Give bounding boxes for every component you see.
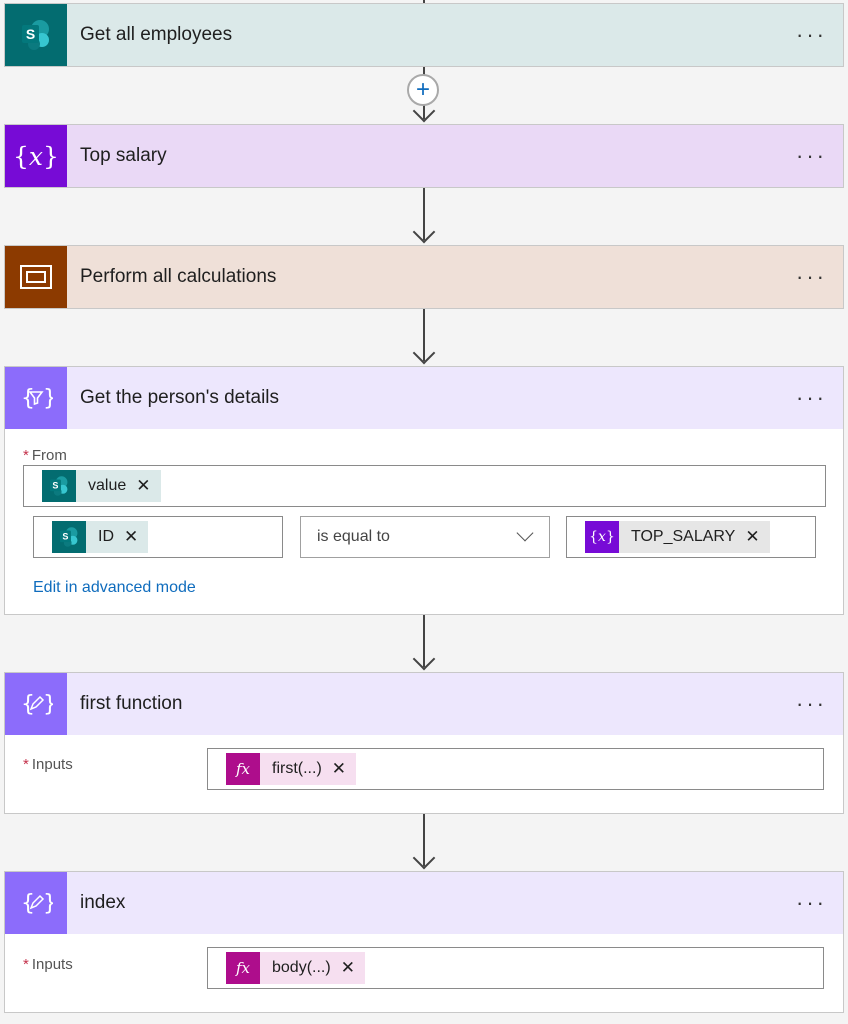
inputs-field[interactable]: 𝑓x first(...) ✕ (207, 748, 824, 790)
token-label: value (88, 477, 127, 494)
remove-token-icon[interactable]: ✕ (124, 527, 139, 546)
step-title: first function (80, 693, 183, 714)
connector-line (423, 814, 425, 866)
from-field[interactable]: S value ✕ (23, 465, 826, 507)
add-step-button[interactable]: + (407, 74, 439, 106)
filter-array-icon: { } (5, 367, 67, 429)
connector-line (423, 615, 425, 667)
svg-text:S: S (26, 26, 35, 42)
connector-line (423, 309, 425, 361)
step-get-all-employees[interactable]: S Get all employees ··· (4, 3, 844, 67)
connector-line (423, 188, 425, 240)
variable-icon: {𝑥} (5, 125, 67, 187)
scope-icon (5, 246, 67, 308)
arrow-down-icon (412, 647, 436, 671)
step-title: Get all employees (80, 24, 233, 45)
token-label: body(...) (272, 959, 331, 976)
variable-icon: {𝑥} (585, 521, 619, 553)
step-top-salary[interactable]: {𝑥} Top salary ··· (4, 124, 844, 188)
expression-icon: 𝑓x (226, 952, 260, 984)
arrow-down-icon (412, 341, 436, 365)
step-header[interactable]: { } index ··· (5, 872, 843, 934)
svg-text:{: { (21, 891, 35, 916)
step-header[interactable]: S Get all employees ··· (5, 4, 843, 66)
condition-left-field[interactable]: S ID ✕ (33, 516, 283, 558)
edit-advanced-mode-link[interactable]: Edit in advanced mode (33, 579, 196, 596)
sharepoint-icon: S (42, 470, 76, 502)
step-title: Perform all calculations (80, 266, 277, 287)
compose-icon: { } (5, 673, 67, 735)
svg-text:S: S (52, 481, 58, 491)
step-index[interactable]: { } index ··· *Inputs 𝑓x body(...) ✕ (4, 871, 844, 1013)
plus-icon: + (415, 76, 430, 103)
step-header[interactable]: Perform all calculations ··· (5, 246, 843, 308)
more-options-button[interactable]: ··· (796, 890, 827, 915)
remove-token-icon[interactable]: ✕ (340, 958, 355, 977)
step-title: Get the person's details (80, 387, 280, 408)
top-connector-line (423, 0, 425, 4)
step-get-persons-details[interactable]: { } Get the person's details ··· *From S… (4, 366, 844, 615)
dynamic-content-token[interactable]: {𝑥} TOP_SALARY ✕ (585, 521, 770, 553)
token-label: first(...) (272, 760, 322, 777)
more-options-button[interactable]: ··· (796, 22, 827, 47)
step-first-function[interactable]: { } first function ··· *Inputs 𝑓x first(… (4, 672, 844, 814)
more-options-button[interactable]: ··· (796, 264, 827, 289)
required-mark: * (23, 756, 29, 773)
svg-text:}: } (43, 692, 53, 717)
remove-token-icon[interactable]: ✕ (331, 759, 347, 778)
token-label: TOP_SALARY (631, 528, 736, 545)
svg-text:{: { (21, 692, 35, 717)
required-mark: * (23, 447, 29, 464)
more-options-button[interactable]: ··· (796, 143, 827, 168)
sharepoint-icon: S (52, 521, 86, 553)
dynamic-content-token[interactable]: S value ✕ (42, 470, 161, 502)
chevron-down-icon (516, 524, 534, 542)
step-header[interactable]: {𝑥} Top salary ··· (5, 125, 843, 187)
arrow-down-icon (412, 846, 436, 870)
condition-right-field[interactable]: {𝑥} TOP_SALARY ✕ (566, 516, 816, 558)
remove-token-icon[interactable]: ✕ (745, 527, 760, 546)
step-header[interactable]: { } Get the person's details ··· (5, 367, 843, 429)
condition-operator-dropdown[interactable]: is equal to (300, 516, 550, 558)
inputs-label: *Inputs (23, 756, 73, 773)
from-label: *From (23, 447, 67, 464)
step-perform-all-calculations[interactable]: Perform all calculations ··· (4, 245, 844, 309)
required-mark: * (23, 956, 29, 973)
step-header[interactable]: { } first function ··· (5, 673, 843, 735)
expression-token[interactable]: 𝑓x first(...) ✕ (226, 753, 357, 785)
inputs-label: *Inputs (23, 956, 73, 973)
arrow-down-icon (412, 220, 436, 244)
more-options-button[interactable]: ··· (796, 385, 827, 410)
svg-text:{: { (21, 386, 35, 411)
more-options-button[interactable]: ··· (796, 691, 827, 716)
token-label: ID (98, 528, 114, 545)
compose-icon: { } (5, 872, 67, 934)
expression-token[interactable]: 𝑓x body(...) ✕ (226, 952, 365, 984)
dropdown-selected-value: is equal to (317, 528, 390, 545)
expression-icon: 𝑓x (226, 753, 260, 785)
dynamic-content-token[interactable]: S ID ✕ (52, 521, 149, 553)
svg-text:}: } (43, 891, 53, 916)
svg-text:}: } (43, 386, 53, 411)
svg-text:S: S (62, 532, 68, 542)
remove-token-icon[interactable]: ✕ (136, 476, 151, 495)
step-title: index (80, 892, 126, 913)
sharepoint-icon: S (5, 4, 67, 66)
step-title: Top salary (80, 145, 167, 166)
inputs-field[interactable]: 𝑓x body(...) ✕ (207, 947, 824, 989)
